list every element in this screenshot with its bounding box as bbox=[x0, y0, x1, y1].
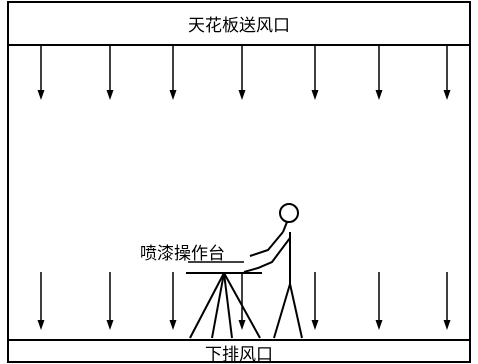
airflow-arrow bbox=[238, 272, 246, 330]
table-leg bbox=[211, 272, 225, 339]
airflow-arrow bbox=[169, 45, 177, 100]
airflow-arrow bbox=[37, 272, 45, 330]
operator-neck bbox=[282, 221, 288, 233]
spray-table bbox=[186, 272, 262, 339]
operator-arm-upper bbox=[249, 231, 284, 257]
airflow-arrow bbox=[37, 45, 45, 100]
table-leg bbox=[189, 272, 225, 339]
airflow-arrow bbox=[106, 272, 114, 330]
table-leg bbox=[223, 272, 261, 339]
operator-figure bbox=[243, 203, 303, 339]
airflow-arrow bbox=[106, 45, 114, 100]
exhaust-airflow-arrows bbox=[37, 272, 451, 330]
operator-arm-lower bbox=[243, 237, 291, 273]
operator-leg bbox=[273, 283, 291, 339]
airflow-arrow bbox=[311, 45, 319, 100]
airflow-arrow bbox=[443, 45, 451, 100]
operator-head bbox=[279, 203, 299, 223]
ceiling-supply-label: 天花板送风口 bbox=[188, 16, 290, 36]
supply-airflow-arrows bbox=[37, 45, 451, 100]
enclosure-frame bbox=[7, 1, 471, 363]
airflow-arrow bbox=[375, 272, 383, 330]
airflow-arrow bbox=[238, 45, 246, 100]
airflow-arrow bbox=[443, 272, 451, 330]
spray-booth-label: 喷漆操作台 bbox=[140, 244, 225, 264]
floor-exhaust-label: 下排风口 bbox=[205, 345, 273, 364]
airflow-arrow bbox=[169, 272, 177, 330]
table-leg bbox=[223, 272, 233, 339]
airflow-arrow bbox=[375, 45, 383, 100]
operator-leg bbox=[289, 283, 303, 339]
airflow-arrow bbox=[311, 272, 319, 330]
